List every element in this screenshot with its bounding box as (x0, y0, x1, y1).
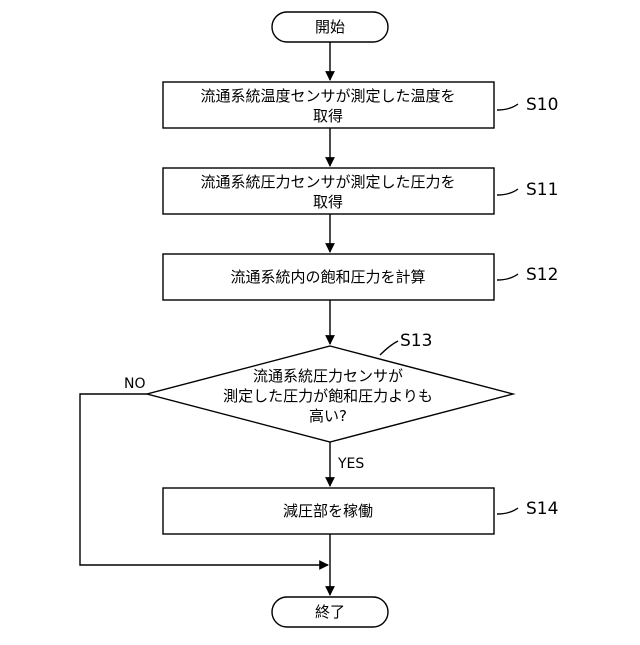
step-s14-box: 減圧部を稼働 (163, 488, 494, 534)
step-s12-box: 流通系統内の飽和圧力を計算 (163, 254, 494, 300)
branch-no-label: NO (124, 376, 146, 392)
step-s12-line-1: 流通系統内の飽和圧力を計算 (230, 268, 425, 286)
step-s10-line-1: 流通系統温度センサが測定した温度を (200, 87, 455, 105)
start-label: 開始 (315, 18, 345, 36)
step-s11-box: 流通系統圧力センサが測定した圧力を 取得 (163, 168, 494, 214)
decision-s13-leader (380, 341, 398, 355)
step-s10-box: 流通系統温度センサが測定した温度を 取得 (163, 82, 494, 128)
step-s11-line-1: 流通系統圧力センサが測定した圧力を (200, 173, 455, 191)
decision-s13-line-1: 流通系統圧力センサが (253, 367, 403, 385)
step-s11-line-2: 取得 (313, 193, 343, 211)
end-label: 終了 (315, 603, 345, 621)
decision-s13: 流通系統圧力センサが 測定した圧力が飽和圧力よりも 高い? (147, 346, 513, 442)
step-s14-line-1: 減圧部を稼働 (283, 502, 373, 520)
step-s11-id: S11 (526, 180, 558, 200)
start-terminal: 開始 (272, 12, 388, 42)
decision-s13-line-3: 高い? (309, 407, 347, 425)
step-s12-id: S12 (526, 265, 558, 285)
step-s10-line-2: 取得 (313, 107, 343, 125)
step-s11-leader (497, 189, 518, 195)
decision-s13-line-2: 測定した圧力が飽和圧力よりも (223, 387, 433, 405)
decision-s13-id: S13 (400, 331, 432, 351)
branch-yes-label: YES (337, 456, 364, 472)
step-s10-leader (497, 104, 518, 110)
step-s14-id: S14 (526, 499, 558, 519)
step-s12-leader (497, 274, 518, 280)
step-s10-id: S10 (526, 95, 558, 115)
end-terminal: 終了 (272, 597, 388, 627)
step-s14-leader (497, 508, 518, 514)
